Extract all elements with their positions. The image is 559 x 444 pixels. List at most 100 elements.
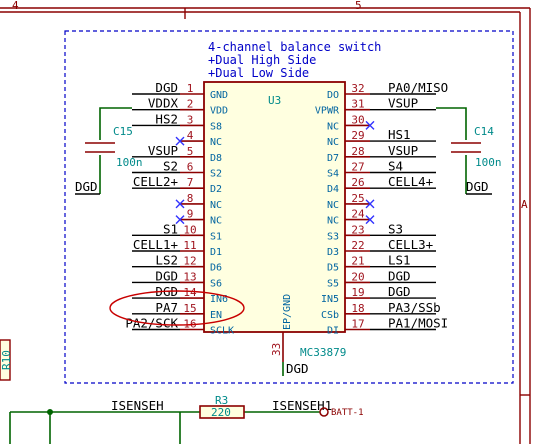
- pin-number: 23: [351, 223, 364, 236]
- pin-name: S2: [210, 169, 222, 180]
- pin-number: 5: [187, 145, 194, 158]
- pin-number: 20: [351, 270, 364, 283]
- frame-row-a: A: [521, 198, 528, 211]
- pin-name: D4: [327, 184, 339, 195]
- resistor-r3[interactable]: [199, 405, 245, 419]
- pin-name: D8: [210, 153, 222, 164]
- net-label: PA3/SSb: [388, 300, 441, 315]
- pin-number: 30: [351, 113, 364, 126]
- net-label: VDDX: [148, 96, 179, 111]
- pin-number: 18: [351, 302, 364, 315]
- pin-name: VPWR: [315, 106, 340, 117]
- net-label: PA2/SCK: [125, 316, 178, 331]
- resistor-r10[interactable]: [0, 339, 11, 381]
- note-line-1: 4-channel balance switch: [208, 40, 381, 54]
- net-label: PA1/MOSI: [388, 316, 448, 331]
- r10-ref: R10: [0, 350, 13, 370]
- pin-name: S1: [210, 231, 222, 242]
- pin-name: S5: [327, 278, 339, 289]
- note-line-3: +Dual Low Side: [208, 66, 309, 80]
- pin-number: 3: [187, 113, 194, 126]
- capacitor-c14[interactable]: C14 100n DGD: [436, 107, 502, 195]
- pin-4: 4NC: [175, 129, 222, 148]
- no-connect-marker: [365, 120, 375, 130]
- no-connect-marker: [175, 215, 185, 225]
- pin-number: 4: [187, 129, 194, 142]
- pin-number: 11: [183, 239, 196, 252]
- note-line-2: +Dual High Side: [208, 53, 316, 67]
- net-label: CELL2+: [133, 174, 178, 189]
- pin-number: 8: [187, 192, 194, 205]
- net-label: CELL4+: [388, 174, 433, 189]
- pin-name: IN5: [321, 294, 339, 305]
- ic-u3-body[interactable]: [203, 81, 346, 333]
- net-label: S1: [163, 221, 178, 236]
- pin-number: 12: [183, 255, 196, 268]
- net-label: S2: [163, 159, 178, 174]
- c14-net-dgd: DGD: [466, 179, 489, 194]
- no-connect-marker: [365, 199, 375, 209]
- net-label: HS2: [155, 111, 178, 126]
- net-label: VSUP: [148, 143, 178, 158]
- pin-name: NC: [210, 216, 222, 227]
- pin-number: 9: [187, 208, 194, 221]
- capacitor-c15[interactable]: C15 100n DGD: [75, 107, 143, 195]
- r3-ref: R3: [215, 394, 228, 407]
- net-label: S3: [388, 221, 403, 236]
- no-connect-marker: [175, 136, 185, 146]
- pin-name: GND: [210, 90, 228, 101]
- pin-name: D5: [327, 263, 339, 274]
- pin-number: 31: [351, 98, 364, 111]
- pin-number: 13: [183, 270, 196, 283]
- net-label-isenseh: ISENSEH: [111, 398, 164, 413]
- net-label: CELL3+: [388, 237, 433, 252]
- pin-name: NC: [327, 216, 339, 227]
- pin-number: 14: [183, 286, 197, 299]
- pin-name: DO: [327, 90, 339, 101]
- pin-name: D7: [327, 153, 339, 164]
- pin-5: 5D8 VSUP: [132, 143, 222, 164]
- port-connector-batt: [319, 407, 329, 417]
- frame-col-4: 4: [12, 0, 19, 12]
- net-label: PA7: [155, 300, 178, 315]
- pin-name: DI: [327, 326, 339, 337]
- pin-name: IN6: [210, 294, 228, 305]
- frame-col-5: 5: [355, 0, 362, 12]
- pin-number: 19: [351, 286, 364, 299]
- pin-number: 22: [351, 239, 364, 252]
- balance-switch-note: 4-channel balance switch +Dual High Side…: [208, 40, 381, 80]
- c15-net-dgd: DGD: [75, 179, 98, 194]
- ic-u3-ep-pin-num: 33: [270, 343, 283, 356]
- pin-number: 29: [351, 129, 364, 142]
- pin-number: 6: [187, 161, 194, 174]
- ic-u3-ep-label: EP/GND: [282, 294, 293, 330]
- pin-3: 3S8 HS2: [132, 111, 222, 132]
- pin-number: 16: [183, 318, 196, 331]
- net-label: LS2: [155, 253, 178, 268]
- ic-u3-ref: U3: [268, 94, 281, 107]
- net-label: DGD: [388, 284, 411, 299]
- pin-number: 10: [183, 223, 196, 236]
- balance-switch-group-box: [64, 30, 514, 384]
- net-label: PA0/MISO: [388, 80, 448, 95]
- no-connect-marker: [365, 215, 375, 225]
- pin-name: S8: [210, 121, 222, 132]
- pin-number: 17: [351, 318, 364, 331]
